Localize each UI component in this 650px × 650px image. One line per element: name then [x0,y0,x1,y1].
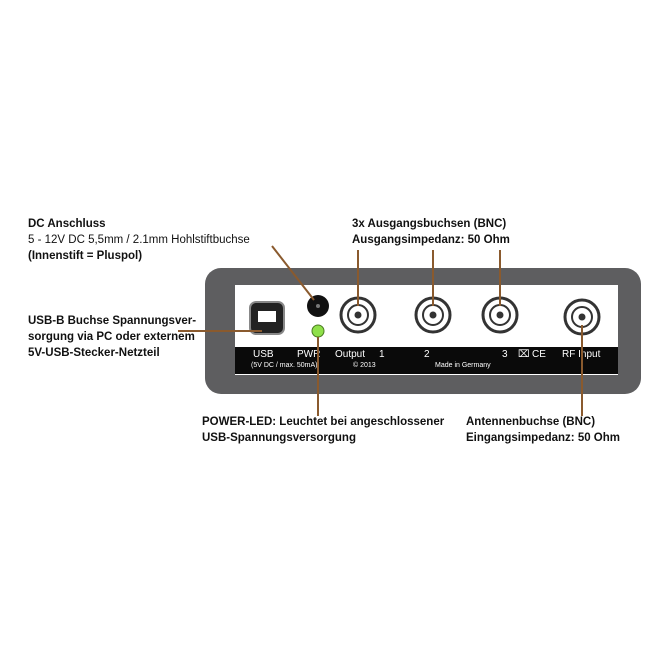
usb-b-jack [249,301,285,335]
weee-bin-icon: ⌧ [518,349,530,360]
label-output: Output [335,349,366,360]
outputs-callout-line2: Ausgangsimpedanz: 50 Ohm [352,234,510,246]
copyright: © 2013 [353,362,376,369]
rf-callout-line2: Eingangsimpedanz: 50 Ohm [466,432,620,444]
label-output-1: 1 [379,349,385,360]
power-spec: (5V DC / max. 50mA) [251,362,318,369]
leader-lines [178,245,583,416]
led-callout-line1: POWER-LED: Leuchtet bei angeschlossener [202,416,445,428]
usb-callout-line1: USB-B Buchse Spannungsver- [28,315,197,327]
usb-callout-line3: 5V-USB-Stecker-Netzteil [28,347,160,359]
power-led [311,324,325,338]
label-usb: USB [253,349,274,360]
label-output-2: 2 [424,349,430,360]
label-output-3: 3 [502,349,508,360]
outputs-callout-line1: 3x Ausgangsbuchsen (BNC) [352,218,507,230]
rf-callout-line1: Antennenbuchse (BNC) [466,416,596,428]
dc-callout-line1: 5 - 12V DC 5,5mm / 2.1mm Hohlstiftbuchse [28,234,250,246]
bnc-connectors [339,296,601,336]
dc-callout-title: DC Anschluss [28,218,106,230]
usb-callout-line2: sorgung via PC oder externem [28,331,195,343]
ce-mark: CE [532,349,546,360]
led-callout-line2: USB-Spannungsversorgung [202,432,356,444]
label-strip: USB PWR Output 1 2 3 ⌧ CE RF Input (5V D… [235,347,618,374]
dc-callout-line2: (Innenstift = Pluspol) [28,250,143,262]
made-in-germany: Made in Germany [435,362,491,369]
label-pwr: PWR [297,349,321,360]
